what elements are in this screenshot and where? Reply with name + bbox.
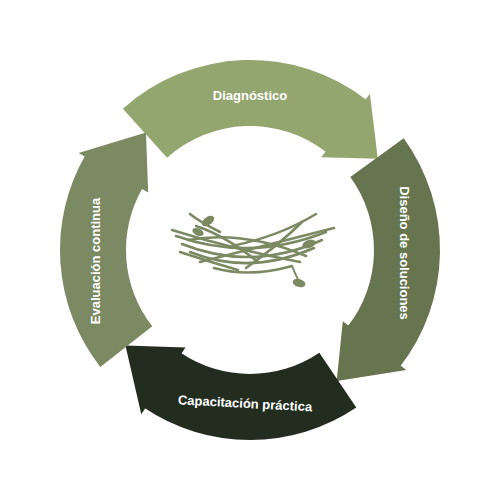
cycle-arrow	[321, 94, 378, 159]
band-arc	[144, 353, 356, 440]
cycle-arrow	[79, 132, 149, 192]
nest-illustration	[172, 214, 334, 289]
band-arc	[348, 138, 440, 367]
step-label: Diagnóstico	[213, 89, 287, 103]
step-label: Evaluación continua	[89, 198, 103, 324]
cycle-arrow	[125, 346, 185, 415]
band-arc	[123, 60, 367, 158]
band-arc	[60, 155, 152, 367]
step-label: Capacitación práctica	[177, 393, 312, 414]
cycle-arrow	[337, 321, 407, 381]
step-label: Diseño de soluciones	[397, 186, 411, 320]
